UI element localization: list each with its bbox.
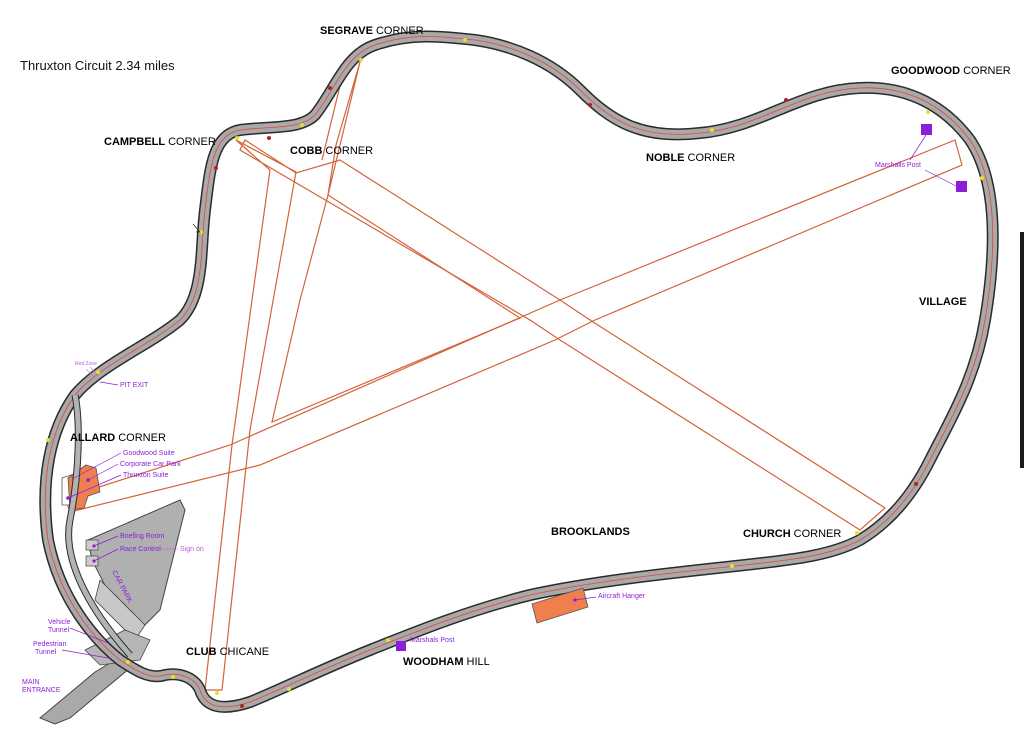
flag-point — [463, 38, 467, 42]
race-control-marker — [92, 559, 96, 563]
flag-point — [328, 86, 332, 90]
main-entrance-label-1: MAIN — [22, 679, 40, 686]
runway-north-south — [204, 139, 297, 691]
leader-line — [73, 452, 122, 479]
briefing-room-label: Briefing Room — [120, 533, 165, 540]
pit-area-labels: Red Zone PIT EXIT Goodwood Suite Corpora… — [22, 361, 204, 694]
pedestrian-tunnel-label-1: Pedestrian — [33, 641, 67, 648]
red-zone-hatch — [89, 366, 99, 376]
marshals-post-bottom-label: Marshals Post — [410, 637, 454, 644]
leader-line — [61, 649, 109, 659]
runway-long — [64, 139, 963, 513]
red-zone-label: Red Zone — [75, 361, 97, 367]
flag-point — [267, 136, 271, 140]
leader-line — [93, 535, 119, 547]
leader-line — [574, 596, 597, 601]
edge-bar — [1020, 232, 1024, 468]
flag-point — [240, 704, 244, 708]
leader-line — [99, 381, 119, 386]
red-zone-hatch — [85, 368, 95, 378]
leader-line — [924, 169, 957, 187]
flag-point — [980, 176, 984, 180]
flag-point — [926, 110, 930, 114]
flag-point — [359, 58, 363, 62]
village-label: VILLAGE — [919, 296, 967, 308]
leader-line — [93, 548, 119, 562]
goodwood-suite-label: Goodwood Suite — [123, 450, 175, 457]
runway-cross — [271, 61, 522, 424]
pit-exit-label: PIT EXIT — [120, 382, 149, 389]
marshals-post-marker-2 — [956, 181, 967, 192]
briefing-room-building — [85, 539, 99, 551]
leader-line — [69, 627, 109, 644]
flag-point — [235, 136, 239, 140]
flag-point — [215, 691, 219, 695]
pedestrian-tunnel-label-2: Tunnel — [35, 649, 57, 656]
leader-line — [909, 134, 927, 161]
main-entrance-label-2: ENTRANCE — [22, 687, 61, 694]
flag-point — [96, 370, 100, 374]
suite-buildings — [61, 464, 101, 511]
racing-line — [44, 36, 994, 708]
flag-point — [710, 128, 714, 132]
brooklands-label: BROOKLANDS — [551, 526, 630, 538]
runway-diagonal-a — [239, 139, 886, 531]
flag-point — [784, 98, 788, 102]
thruxton-suite-label: Thruxton Suite — [123, 472, 169, 479]
race-control-label: Race Control — [120, 546, 161, 553]
flag-point — [300, 123, 304, 127]
tunnel-area — [84, 629, 151, 666]
direction-arrow-icon — [192, 223, 201, 233]
map-title: Thruxton Circuit 2.34 miles — [20, 58, 175, 73]
briefing-room-marker — [92, 544, 96, 548]
flag-point — [588, 103, 592, 107]
flag-point — [914, 482, 918, 486]
aircraft-hanger: Aircraft Hanger — [531, 587, 646, 624]
race-track — [39, 30, 999, 713]
flag-point — [386, 638, 390, 642]
flag-point — [46, 438, 50, 442]
track-markers — [46, 38, 984, 708]
pit-lane — [66, 394, 132, 657]
marshal-posts: Marshalls Post Marshals Post — [396, 124, 967, 651]
marshals-post-top-label: Marshalls Post — [875, 162, 921, 169]
aircraft-hanger-label: Aircraft Hanger — [598, 593, 646, 600]
flag-point — [730, 564, 734, 568]
marshals-post-marker-3 — [396, 641, 406, 651]
flag-point — [199, 230, 203, 234]
runways — [64, 61, 963, 691]
flag-point — [171, 675, 175, 679]
leader-line — [67, 474, 122, 499]
flag-point — [126, 660, 130, 664]
vehicle-tunnel-label-2: Tunnel — [48, 627, 70, 634]
corporate-car-park-label: Corporate Car Park — [120, 461, 181, 468]
flag-point — [855, 531, 859, 535]
leader-line — [87, 463, 119, 481]
flag-point — [287, 687, 291, 691]
marshals-post-marker-1 — [921, 124, 932, 135]
vehicle-tunnel-label-1: Vehicle — [48, 619, 71, 626]
race-control-building — [85, 555, 99, 567]
flag-point — [214, 166, 218, 170]
aircraft-hanger-building — [531, 587, 589, 624]
sign-on-label: Sign on — [180, 546, 204, 553]
